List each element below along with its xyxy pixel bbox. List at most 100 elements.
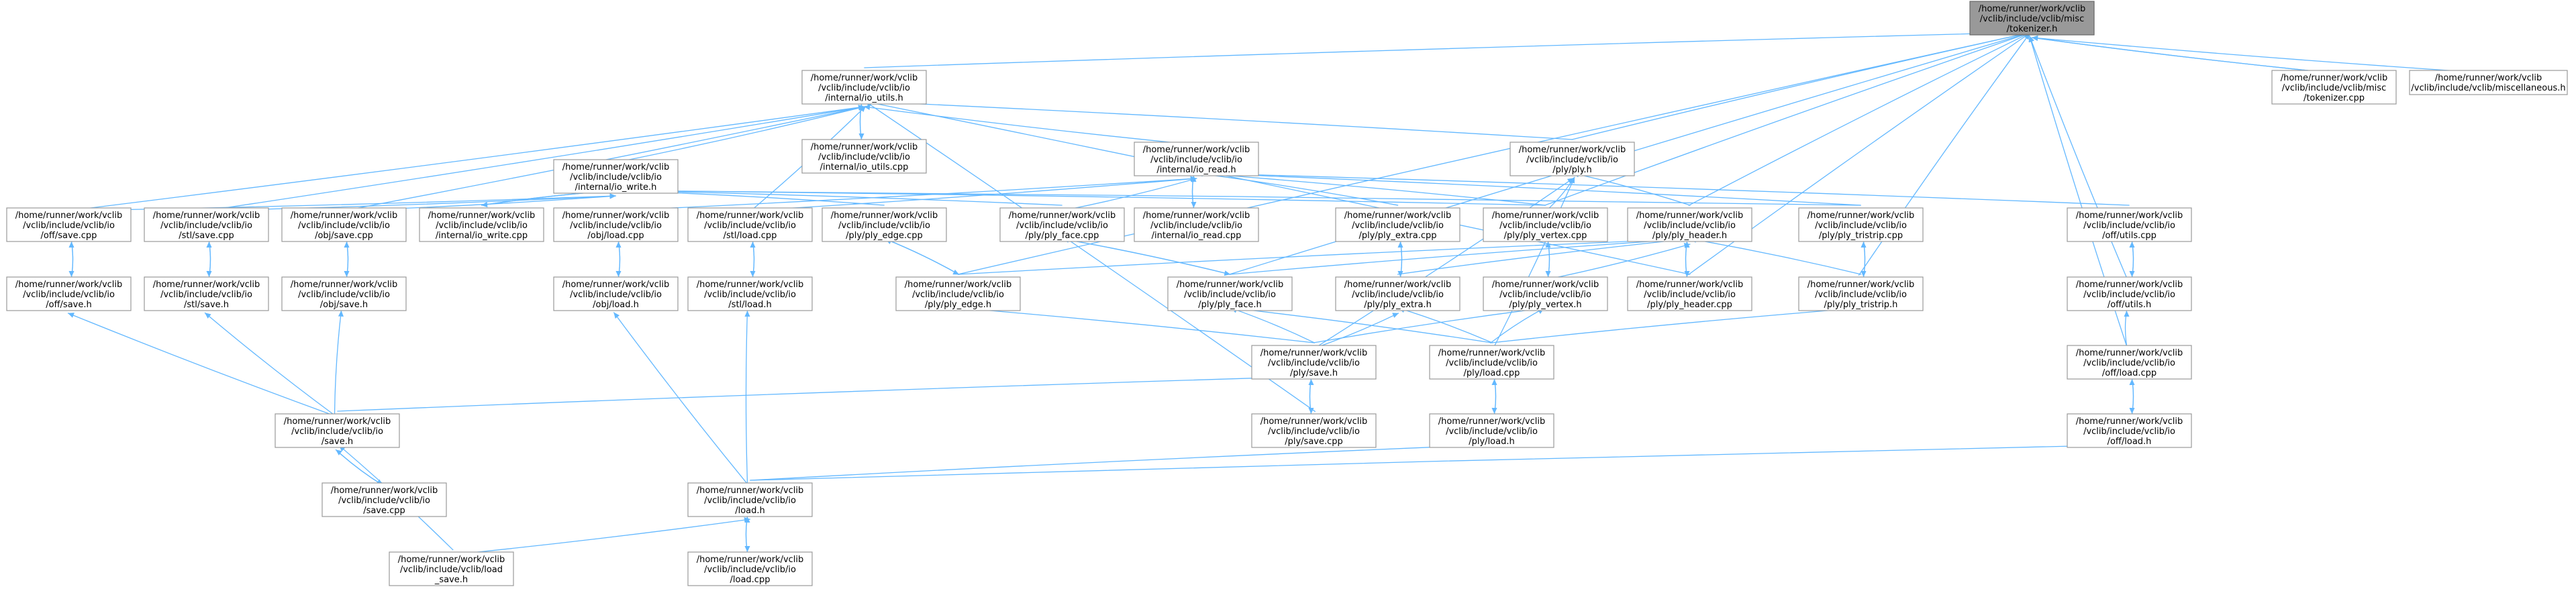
graph-node-ply-save-h[interactable]: /home/runner/work/vclib/vclib/include/vc… — [1251, 345, 1377, 380]
graph-node-ply-face-h[interactable]: /home/runner/work/vclib/vclib/include/vc… — [1167, 276, 1293, 311]
graph-node-off-save-h[interactable]: /home/runner/work/vclib/vclib/include/vc… — [6, 276, 132, 311]
node-label-line: /vclib/include/vclib/io — [1499, 221, 1591, 231]
node-label-line: /ply/save.cpp — [1285, 437, 1343, 447]
node-label-line: /vclib/include/vclib/io — [1499, 290, 1591, 300]
node-label-line: /vclib/include/vclib/io — [1526, 155, 1618, 165]
node-label-line: /obj/save.cpp — [315, 231, 373, 241]
graph-node-obj-load-cpp[interactable]: /home/runner/work/vclib/vclib/include/vc… — [553, 207, 679, 242]
arrowhead-icon — [1191, 202, 1197, 208]
node-box — [1969, 1, 2095, 36]
node-box — [553, 207, 679, 242]
graph-node-stl-save-cpp[interactable]: /home/runner/work/vclib/vclib/include/vc… — [144, 207, 269, 242]
graph-node-off-utils-cpp[interactable]: /home/runner/work/vclib/vclib/include/vc… — [2067, 207, 2192, 242]
graph-node-load-save-h[interactable]: /home/runner/work/vclib/vclib/include/vc… — [389, 551, 514, 586]
graph-node-ply-header-cpp[interactable]: /home/runner/work/vclib/vclib/include/vc… — [1627, 276, 1752, 311]
graph-node-ply-edge-cpp[interactable]: /home/runner/work/vclib/vclib/include/vc… — [822, 207, 947, 242]
node-box — [281, 207, 407, 242]
node-label-line: /home/runner/work/vclib — [398, 555, 505, 565]
graph-node-obj-save-h[interactable]: /home/runner/work/vclib/vclib/include/vc… — [281, 276, 407, 311]
dependency-edge — [864, 32, 2032, 68]
graph-node-miscellaneous-h[interactable]: /home/runner/work/vclib/vclib/include/vc… — [2409, 70, 2568, 95]
dependency-edge — [1489, 308, 1544, 344]
node-label-line: /off/utils.cpp — [2102, 231, 2157, 241]
node-box — [1335, 276, 1460, 311]
node-label-line: /off/save.h — [46, 300, 91, 310]
dependency-edge — [865, 101, 1316, 413]
node-box — [321, 482, 447, 517]
node-label-line: /home/runner/work/vclib — [428, 211, 536, 221]
node-label-line: /home/runner/work/vclib — [1143, 145, 1250, 155]
graph-node-ply-edge-h[interactable]: /home/runner/work/vclib/vclib/include/vc… — [895, 276, 1021, 311]
graph-node-ply-h[interactable]: /home/runner/work/vclib/vclib/include/vc… — [1509, 142, 1635, 176]
node-box — [999, 207, 1125, 242]
node-label-line: /vclib/include/vclib/io — [704, 496, 796, 506]
node-label-line: /ply/ply_edge.h — [925, 300, 991, 310]
graph-node-io-save-h[interactable]: /home/runner/work/vclib/vclib/include/vc… — [275, 413, 400, 448]
graph-node-tokenizer-h[interactable]: /home/runner/work/vclib/vclib/include/vc… — [1969, 1, 2095, 36]
dependency-edge — [1398, 307, 1493, 343]
node-label-line: /vclib/include/vclib/load — [400, 565, 503, 575]
graph-node-obj-load-h[interactable]: /home/runner/work/vclib/vclib/include/vc… — [553, 276, 679, 311]
graph-node-io-write-cpp[interactable]: /home/runner/work/vclib/vclib/include/vc… — [419, 207, 544, 242]
node-label-line: /home/runner/work/vclib — [1344, 211, 1452, 221]
graph-node-ply-extra-h[interactable]: /home/runner/work/vclib/vclib/include/vc… — [1335, 276, 1460, 311]
node-label-line: /tokenizer.h — [2007, 24, 2058, 34]
node-box — [2067, 345, 2192, 380]
node-label-line: /vclib/include/vclib/io — [1815, 221, 1907, 231]
graph-node-ply-load-h[interactable]: /home/runner/work/vclib/vclib/include/vc… — [1429, 413, 1554, 448]
graph-node-io-load-cpp[interactable]: /home/runner/work/vclib/vclib/include/vc… — [687, 551, 813, 586]
graph-node-obj-save-cpp[interactable]: /home/runner/work/vclib/vclib/include/vc… — [281, 207, 407, 242]
graph-node-off-load-h[interactable]: /home/runner/work/vclib/vclib/include/vc… — [2067, 413, 2192, 448]
node-label-line: /ply/ply_vertex.cpp — [1504, 231, 1587, 241]
node-label-line: /vclib/include/vclib/io — [2083, 427, 2175, 437]
dependency-edge — [68, 106, 865, 211]
node-label-line: /save.cpp — [363, 506, 405, 516]
node-box — [2409, 70, 2568, 95]
node-box — [1483, 276, 1608, 311]
graph-node-ply-save-cpp[interactable]: /home/runner/work/vclib/vclib/include/vc… — [1251, 413, 1377, 448]
arrowhead-icon — [2129, 271, 2135, 277]
node-label-line: /ply/ply_header.cpp — [1647, 300, 1732, 310]
node-label-line: /ply/ply_face.cpp — [1026, 231, 1099, 241]
dependency-edge — [1571, 32, 2032, 140]
graph-node-ply-extra-cpp[interactable]: /home/runner/work/vclib/vclib/include/vc… — [1335, 207, 1460, 242]
graph-node-ply-tristrip-h[interactable]: /home/runner/work/vclib/vclib/include/vc… — [1798, 276, 1924, 311]
graph-node-ply-header-h[interactable]: /home/runner/work/vclib/vclib/include/vc… — [1627, 207, 1752, 242]
node-label-line: /vclib/include/vclib/misc — [1980, 14, 2084, 24]
graph-node-off-load-cpp[interactable]: /home/runner/work/vclib/vclib/include/vc… — [2067, 345, 2192, 380]
arrowhead-icon — [1308, 408, 1314, 414]
node-label-line: /ply/load.h — [1469, 437, 1514, 447]
graph-node-ply-vertex-h[interactable]: /home/runner/work/vclib/vclib/include/vc… — [1483, 276, 1608, 311]
node-label-line: /vclib/include/vclib/misc — [2282, 83, 2386, 93]
graph-node-ply-vertex-cpp[interactable]: /home/runner/work/vclib/vclib/include/vc… — [1483, 207, 1608, 242]
node-label-line: /home/runner/work/vclib — [1807, 211, 1915, 221]
dependency-edge — [885, 238, 960, 275]
node-label-line: /vclib/include/vclib/io — [1352, 290, 1444, 300]
graph-node-stl-load-h[interactable]: /home/runner/work/vclib/vclib/include/vc… — [687, 276, 813, 311]
graph-node-io-read-h[interactable]: /home/runner/work/vclib/vclib/include/vc… — [1134, 142, 1259, 176]
node-label-line: /vclib/include/vclib/io — [1446, 427, 1538, 437]
arrowhead-icon — [205, 313, 211, 319]
arrowhead-icon — [1191, 176, 1197, 182]
graph-node-off-save-cpp[interactable]: /home/runner/work/vclib/vclib/include/vc… — [6, 207, 132, 242]
graph-node-ply-load-cpp[interactable]: /home/runner/work/vclib/vclib/include/vc… — [1429, 345, 1554, 380]
graph-node-ply-tristrip-cpp[interactable]: /home/runner/work/vclib/vclib/include/vc… — [1798, 207, 1924, 242]
dependency-edge — [1196, 172, 1861, 206]
graph-node-stl-load-cpp[interactable]: /home/runner/work/vclib/vclib/include/vc… — [687, 207, 813, 242]
node-label-line: /home/runner/work/vclib — [562, 162, 670, 172]
graph-node-ply-face-cpp[interactable]: /home/runner/work/vclib/vclib/include/vc… — [999, 207, 1125, 242]
graph-node-io-save-cpp[interactable]: /home/runner/work/vclib/vclib/include/vc… — [321, 482, 447, 517]
graph-node-io-utils-cpp[interactable]: /home/runner/work/vclib/vclib/include/vc… — [801, 139, 927, 174]
graph-node-off-utils-h[interactable]: /home/runner/work/vclib/vclib/include/vc… — [2067, 276, 2192, 311]
graph-node-io-utils-h[interactable]: /home/runner/work/vclib/vclib/include/vc… — [801, 70, 927, 105]
graph-node-tokenizer-cpp[interactable]: /home/runner/work/vclib/vclib/include/vc… — [2271, 70, 2397, 105]
graph-node-io-load-h[interactable]: /home/runner/work/vclib/vclib/include/vc… — [687, 482, 813, 517]
node-label-line: /vclib/include/vclib/io — [1150, 155, 1242, 165]
node-box — [1627, 276, 1752, 311]
dependency-edge — [1544, 32, 2032, 206]
graph-node-io-write-h[interactable]: /home/runner/work/vclib/vclib/include/vc… — [553, 159, 679, 194]
graph-node-stl-save-h[interactable]: /home/runner/work/vclib/vclib/include/vc… — [144, 276, 269, 311]
node-label-line: /vclib/include/vclib/io — [2083, 221, 2175, 231]
graph-node-io-read-cpp[interactable]: /home/runner/work/vclib/vclib/include/vc… — [1134, 207, 1259, 242]
node-label-line: /load.cpp — [730, 575, 771, 585]
